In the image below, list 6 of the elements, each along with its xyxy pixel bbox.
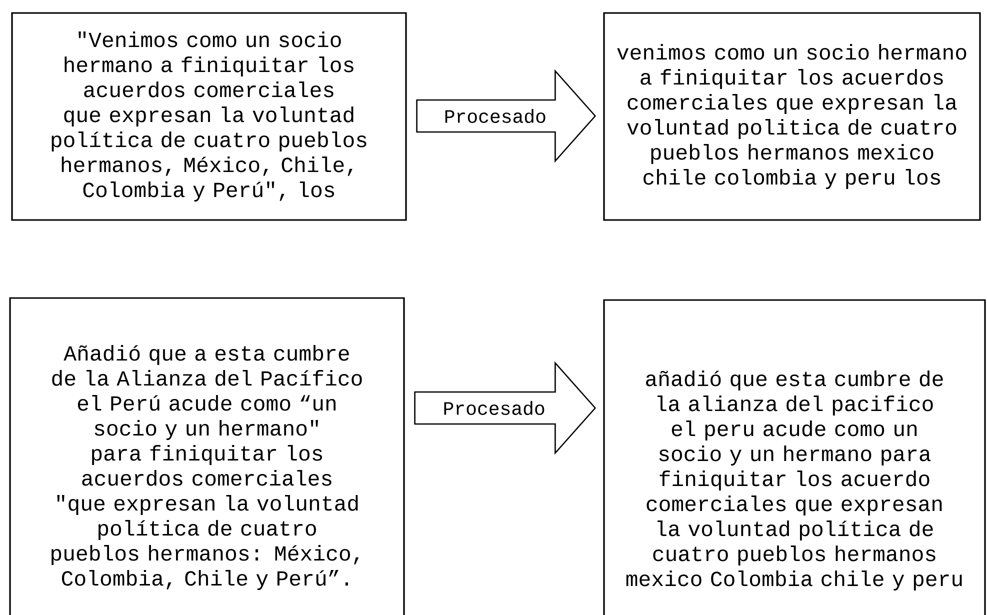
text-box: venimos como un socio hermano a finiquitar los acuerdos comerciales que expresan la voluntad politica de cuatro pueblos hermanos mexico chile colombia y peru los [603,12,981,221]
text-box: "Venimos como un socio hermano a finiquitar los acuerdos comerciales que expresan la voluntad política de cuatro pueblos hermanos, México, Chile, Colombia y Perú", los [11,12,407,221]
edge-label: Procesado [442,108,548,124]
text-box: Añadió que a esta cumbre de la Alianza del Pacífico el Perú acude como “un socio y un hermano" para finiquitar los acuerdos comerciales "que expresan la voluntad política de cuatro pueblos hermanos: México, Colombia, Chile y Perú”. [9,297,405,615]
text-box: añadió que esta cumbre de la alianza del pacifico el peru acude como un socio y un hermano para finiquitar los acuerdo comerciales que expresan la voluntad política de cuatro pueblos hermanos mexico Colombia chile y peru [603,299,986,615]
edge-label: Procesado [442,400,546,416]
